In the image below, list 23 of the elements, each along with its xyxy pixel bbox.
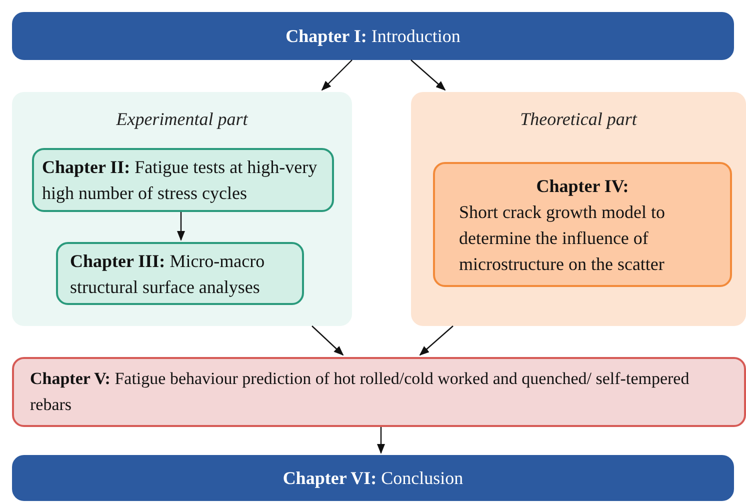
chapter-text: Chapter V: Fatigue behaviour prediction of hot rolled/cold worked and quenched/ self-tempered rebars — [30, 368, 690, 416]
chapter-heading: Chapter IV: — [535, 174, 630, 198]
chapter-box — [56, 242, 304, 305]
arrow — [410, 60, 446, 91]
chapter-box — [433, 162, 732, 287]
chapter-text: Chapter III: Micro-macro structural surface analyses — [70, 250, 266, 299]
section-panel — [12, 92, 352, 326]
section-heading: Experimental part — [116, 108, 248, 131]
arrow — [321, 60, 352, 91]
chapter-box — [32, 148, 334, 212]
chapter-box — [12, 357, 746, 427]
chapter-text: Short crack growth model to determine the influence of microstructure on the scatter — [459, 200, 666, 276]
chapter-text: Chapter I: Introduction — [286, 24, 460, 48]
arrow — [419, 326, 454, 356]
chapter-bar — [12, 12, 734, 60]
arrow — [312, 326, 344, 356]
section-panel — [411, 92, 746, 326]
arrow — [377, 427, 385, 454]
chapter-text: Chapter II: Fatigue tests at high-very high number of stress cycles — [42, 156, 318, 205]
section-heading: Theoretical part — [520, 108, 637, 131]
chapter-bar — [12, 455, 734, 501]
chapter-text: Chapter VI: Conclusion — [282, 466, 464, 490]
arrow — [177, 212, 185, 241]
